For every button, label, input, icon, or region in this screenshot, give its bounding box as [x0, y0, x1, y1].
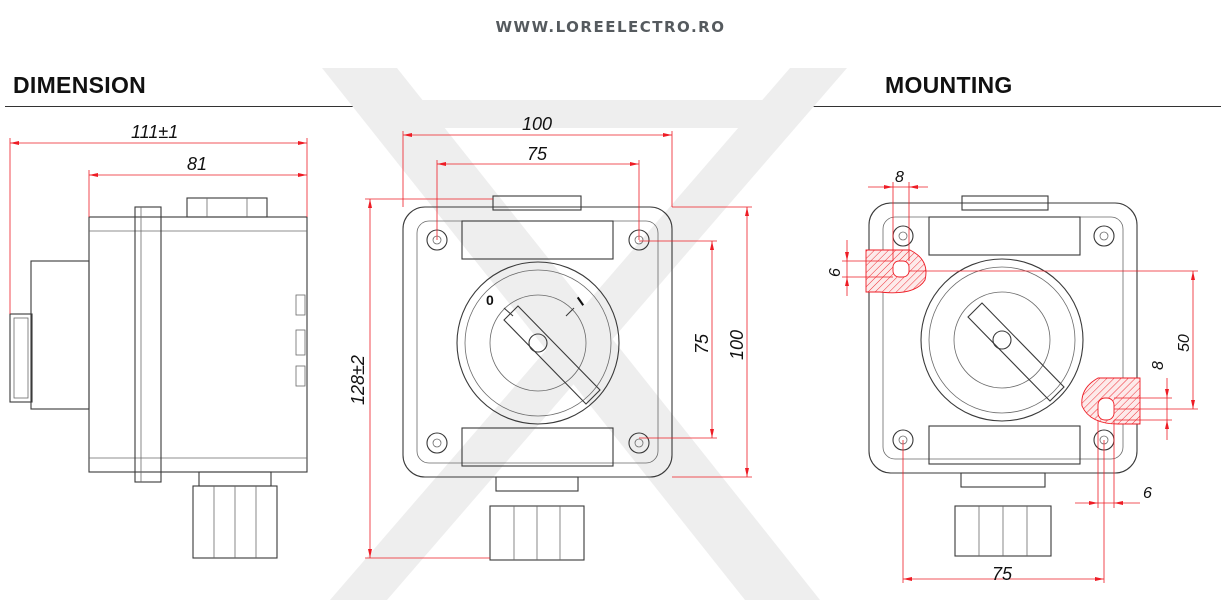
screw-bottom-left-icon [426, 432, 448, 454]
front-box-height-label: 100 [727, 330, 747, 360]
front-hole-spacing-h-label: 75 [527, 144, 548, 164]
mounting-view [842, 182, 1198, 583]
site-url[interactable]: WWW.LOREELECTRO.RO [495, 18, 726, 36]
side-body-length-label: 81 [187, 154, 207, 174]
mount-hole-offset-label: 50 [1176, 334, 1193, 352]
watermark-logo [322, 68, 847, 600]
front-hole-spacing-v-label: 75 [692, 333, 712, 354]
mount-hole-spacing-label: 75 [992, 564, 1013, 584]
mount-slot-width-top-label: 8 [895, 169, 904, 186]
screw-bottom-right-icon [628, 432, 650, 454]
mount-slot-height-right-label: 8 [1150, 361, 1167, 370]
mount-screw-top-right-icon [1093, 225, 1115, 247]
mount-slot-height-left-label: 6 [827, 268, 844, 277]
side-view [9, 138, 308, 559]
mount-screw-top-left-icon [892, 225, 914, 247]
front-view [365, 131, 752, 561]
front-width-label: 100 [522, 114, 552, 134]
switch-position-off: 0 [486, 292, 494, 308]
side-overall-length-label: 111±1 [131, 122, 178, 142]
front-total-height-label: 128±2 [348, 355, 368, 405]
mount-slot-width-bottom-label: 6 [1143, 485, 1152, 502]
mounting-title: MOUNTING [885, 72, 1013, 98]
dimension-title: DIMENSION [13, 72, 147, 98]
